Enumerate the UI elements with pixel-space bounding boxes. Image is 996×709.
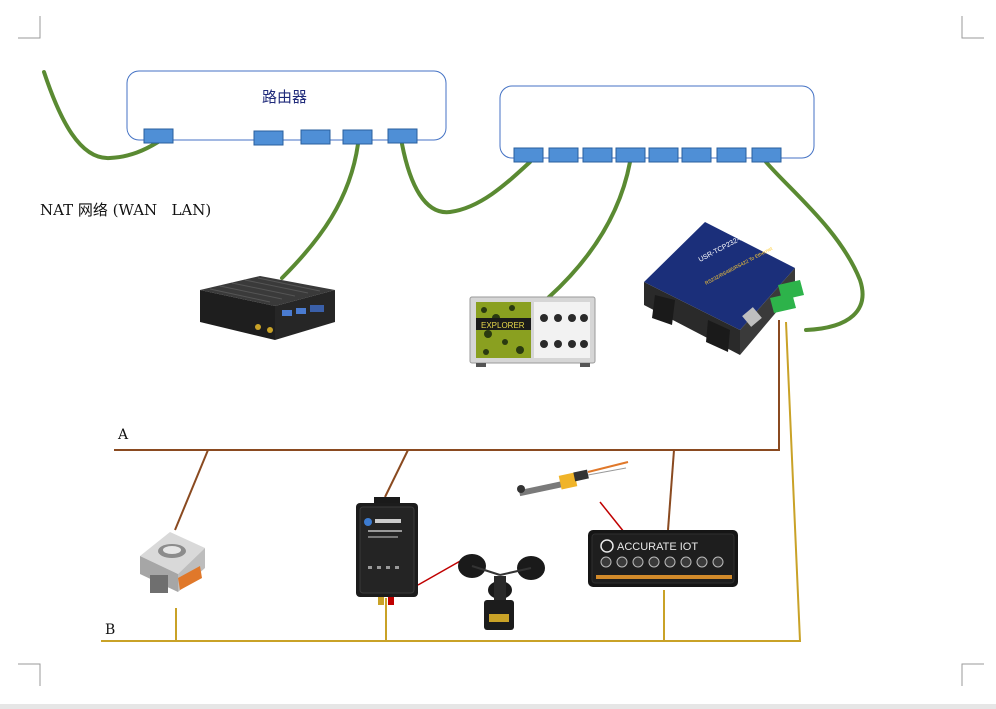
bus-b-lines — [101, 321, 802, 642]
router-port-lan-3 — [342, 129, 373, 145]
bus-a-lines — [114, 320, 780, 531]
switch-port-5 — [648, 147, 679, 163]
switch-port-4 — [615, 147, 646, 163]
explorer-logo-text: EXPLORER — [481, 321, 525, 330]
anemometer-icon — [458, 554, 545, 630]
router-title: 路由器 — [262, 88, 308, 106]
nat-network-label: NAT 网络 (WAN LAN) — [40, 201, 212, 219]
switch-port-8 — [751, 147, 782, 163]
switch-box — [499, 85, 815, 159]
strain-sensor-icon — [140, 532, 205, 593]
cable-switch-to-explorer — [546, 160, 632, 300]
terminal-block-icon — [770, 280, 804, 313]
signal-lines — [417, 501, 625, 586]
page-corner-marks — [18, 16, 984, 686]
router-port-wan — [143, 128, 174, 144]
linear-sensor-icon — [517, 461, 629, 497]
router — [126, 70, 447, 146]
accurate-iot-label: ACCURATE IOT — [617, 541, 698, 553]
router-port-lan-1 — [253, 130, 284, 146]
wan-cable — [42, 70, 160, 161]
bus-a-label: A — [118, 427, 129, 443]
switch — [499, 85, 815, 163]
page-bottom-edge — [0, 704, 996, 709]
cable-router-to-pc — [280, 142, 360, 280]
router-port-lan-2 — [300, 129, 331, 145]
wind-transmitter-box-icon — [356, 497, 418, 605]
router-box — [126, 70, 447, 141]
bus-b-label: B — [105, 622, 116, 638]
router-port-lan-4 — [387, 128, 418, 144]
switch-port-7 — [716, 147, 747, 163]
accurate-iot-device-icon: ACCURATE IOT — [588, 530, 738, 587]
switch-port-3 — [582, 147, 613, 163]
cable-router-to-switch — [400, 142, 532, 215]
cable-switch-to-serial-server — [764, 160, 865, 332]
switch-port-6 — [681, 147, 712, 163]
ethernet-cables — [42, 70, 865, 332]
serial-server-icon: USR-TCP232-306 RS232/RS485/RS422 To Ethe… — [644, 222, 804, 355]
industrial-pc-icon — [200, 276, 335, 340]
explorer-device-icon: EXPLORER — [469, 296, 596, 367]
switch-port-2 — [548, 147, 579, 163]
switch-port-1 — [513, 147, 544, 163]
